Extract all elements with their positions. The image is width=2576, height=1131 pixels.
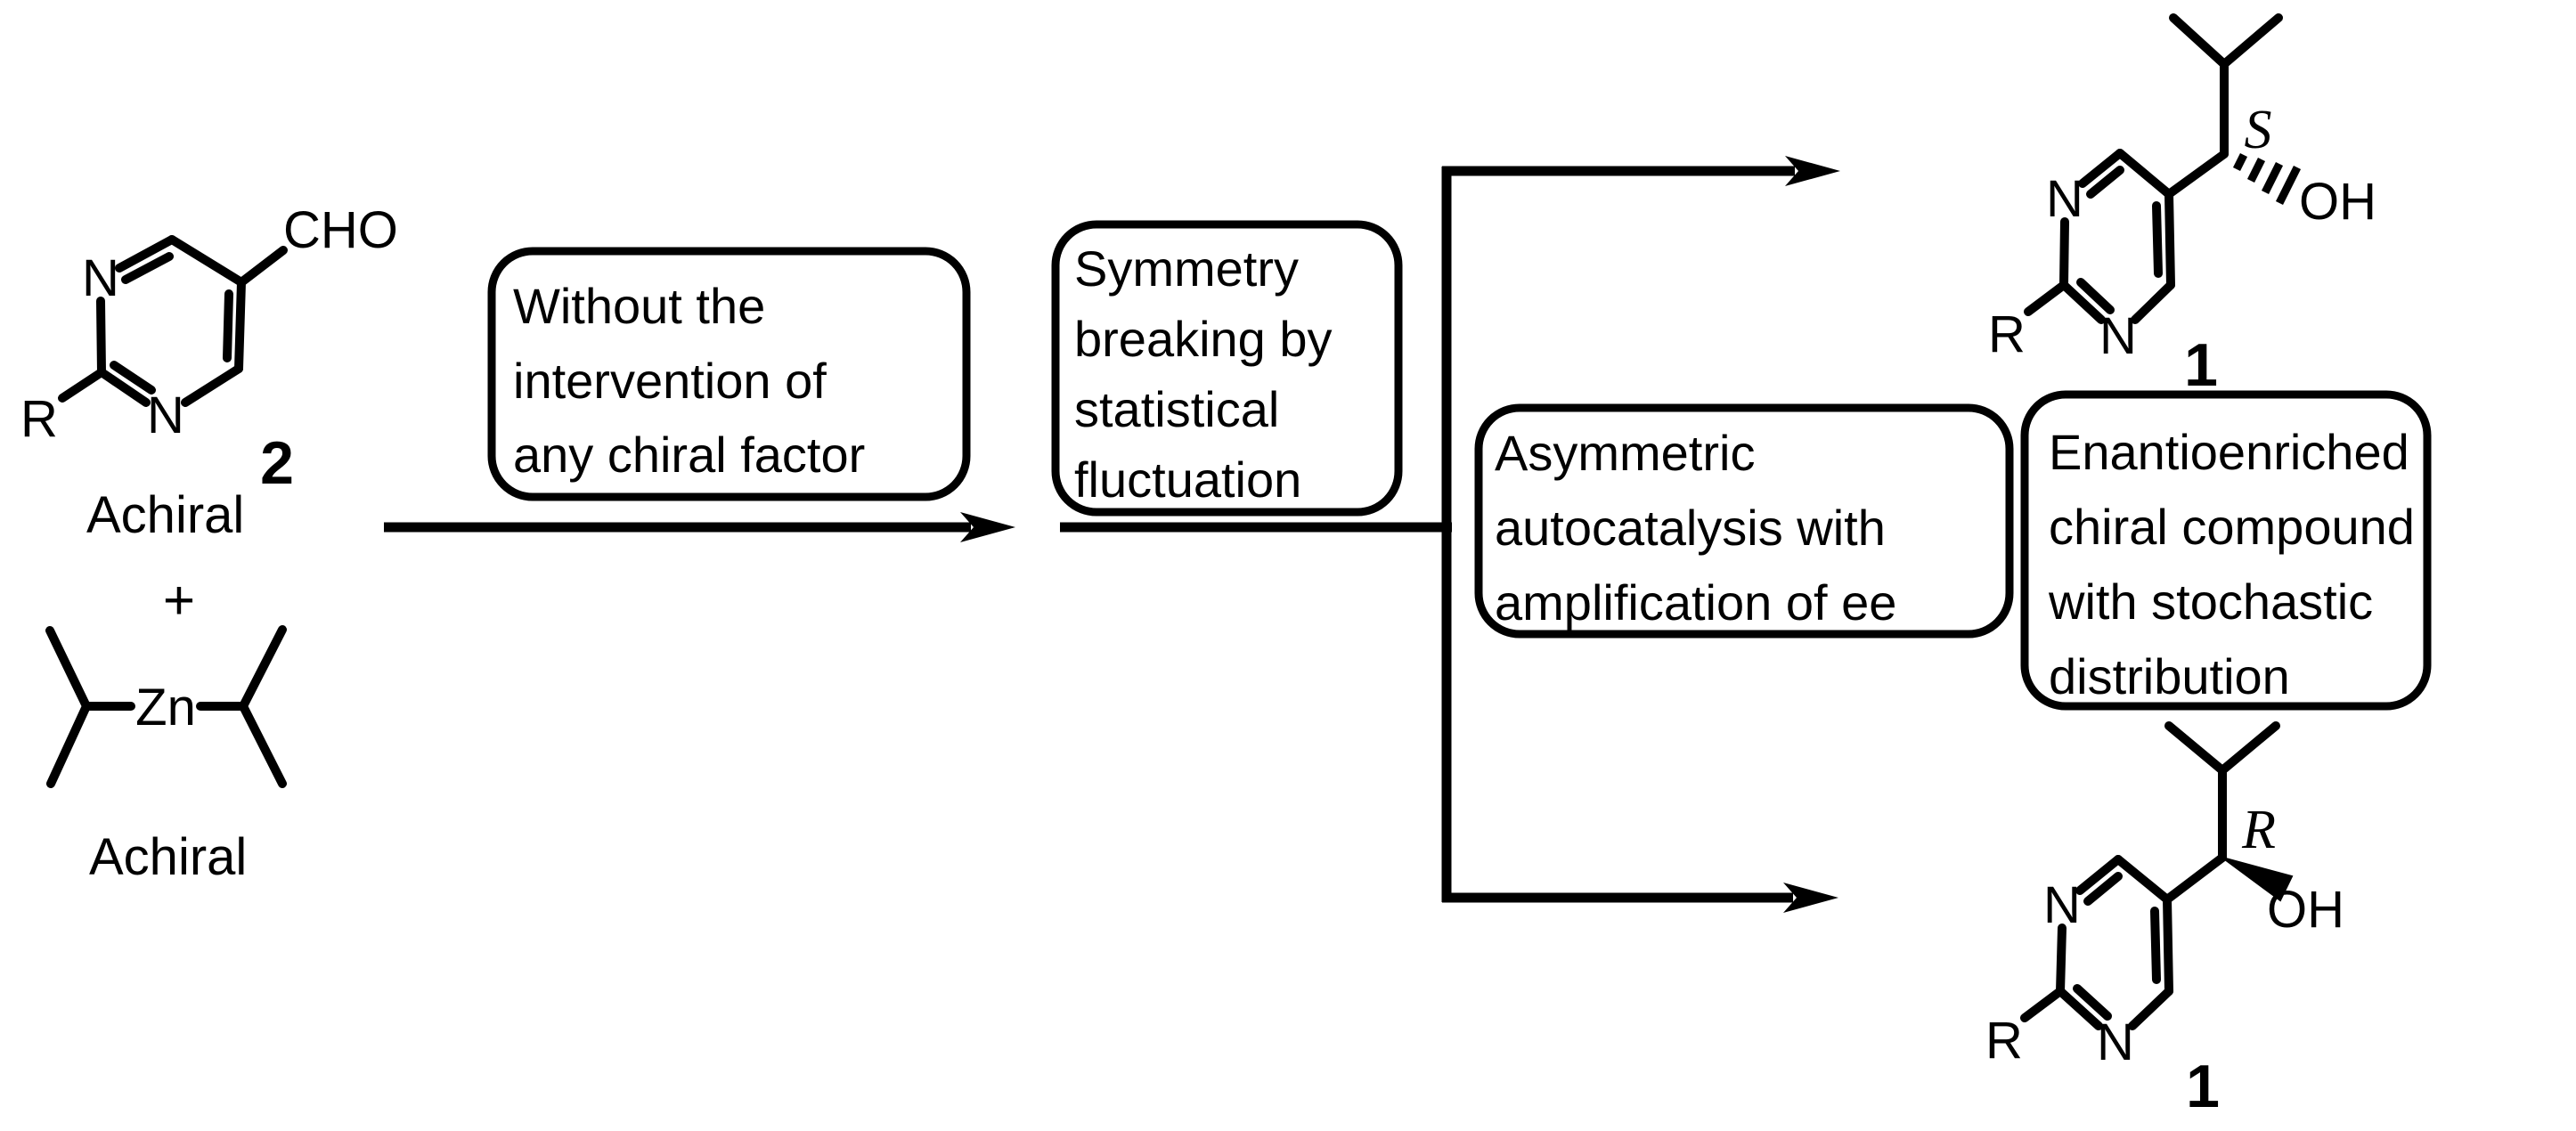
stereo-label-s: S [2245, 100, 2272, 160]
ring-single-bonds [2056, 855, 2173, 1030]
ring-nitrogen-label: N [2046, 170, 2083, 228]
hydroxyl-label: OH [2267, 881, 2344, 939]
r-group-label: R [20, 390, 58, 448]
ring-nitrogen-label: N [147, 386, 184, 444]
autocatalysis-line-3: amplification of ee [1495, 574, 1896, 631]
product-s-alcohol-structure: S OH N N R 1 [1988, 13, 2376, 399]
isopropyl-bonds [2164, 721, 2280, 862]
formyl-group-label: CHO [283, 201, 398, 259]
condition-line-2: intervention of [513, 353, 827, 409]
isopropyl-bonds [2169, 13, 2283, 159]
autocatalysis-line-2: autocatalysis with [1495, 500, 1886, 556]
arrow-head-icon [1783, 883, 1838, 913]
compound-number-1-bottom: 1 [2186, 1053, 2220, 1120]
compound-number-1-top: 1 [2184, 331, 2218, 399]
carbinol-ring-bond [2163, 853, 2227, 904]
arrow-head-icon [960, 512, 1015, 542]
symmetry-line-2: breaking by [1074, 311, 1333, 367]
r-group-bond [2020, 987, 2065, 1022]
autocatalysis-box: Asymmetric autocatalysis with amplificat… [1474, 403, 2014, 639]
arrow-head-icon [1785, 156, 1840, 186]
symmetry-breaking-box: Symmetry breaking by statistical fluctua… [1051, 220, 1403, 517]
stereo-label-r: R [2241, 800, 2276, 860]
ring-double-bonds [97, 235, 246, 407]
r-group-bond [2024, 281, 2068, 316]
hashed-wedge-bond [2232, 152, 2302, 206]
zinc-bonds [45, 625, 287, 788]
symmetry-line-1: Symmetry [1074, 240, 1299, 297]
ring-double-bonds [2059, 149, 2175, 324]
autocatalysis-box-border [1474, 403, 2014, 639]
achiral-note-aldehyde: Achiral [86, 486, 244, 544]
r-group-label: R [1985, 1012, 2023, 1070]
condition-box-border [487, 247, 971, 501]
ring-nitrogen-label: N [82, 249, 119, 307]
solid-wedge-bond [2221, 857, 2294, 902]
substituent-bonds [58, 246, 288, 403]
carbinol-ring-bond [2164, 150, 2229, 199]
zinc-symbol: Zn [135, 679, 196, 736]
main-reaction-arrow [384, 512, 1015, 542]
achiral-note-zinc: Achiral [89, 828, 247, 886]
symmetry-line-3: statistical [1074, 381, 1279, 437]
condition-line-1: Without the [513, 278, 765, 334]
r-group-label: R [1988, 305, 2026, 363]
compound-number-2: 2 [260, 429, 294, 497]
reactant-zinc-structure: Zn Achiral [45, 625, 287, 886]
hydroxyl-label: OH [2299, 173, 2376, 231]
ring-double-bonds [2056, 855, 2173, 1030]
branch-connector [1060, 156, 1840, 913]
ring-nitrogen-label: N [2099, 307, 2137, 365]
autocatalysis-line-1: Asymmetric [1495, 425, 1755, 481]
symmetry-box-border [1051, 220, 1403, 517]
ring-nitrogen-label: N [2097, 1013, 2134, 1071]
outcome-box: Enantioenriched chiral compound with sto… [2020, 390, 2432, 711]
condition-line-3: any chiral factor [513, 427, 865, 483]
ring-single-bonds [2059, 149, 2175, 324]
reactant-aldehyde-structure: N N R CHO 2 Achiral [20, 201, 398, 544]
symmetry-line-4: fluctuation [1074, 452, 1301, 508]
outcome-line-2: chiral compound [2049, 499, 2415, 555]
ring-single-bonds [96, 235, 246, 407]
outcome-line-1: Enantioenriched [2049, 424, 2409, 480]
plus-sign: + [163, 570, 195, 631]
product-r-alcohol-structure: R OH N N R 1 [1985, 721, 2344, 1120]
outcome-line-3: with stochastic [2048, 574, 2373, 630]
condition-box: Without the intervention of any chiral f… [487, 247, 971, 501]
outcome-line-4: distribution [2049, 648, 2290, 704]
ring-nitrogen-label: N [2043, 876, 2081, 934]
outcome-box-border [2020, 390, 2432, 711]
